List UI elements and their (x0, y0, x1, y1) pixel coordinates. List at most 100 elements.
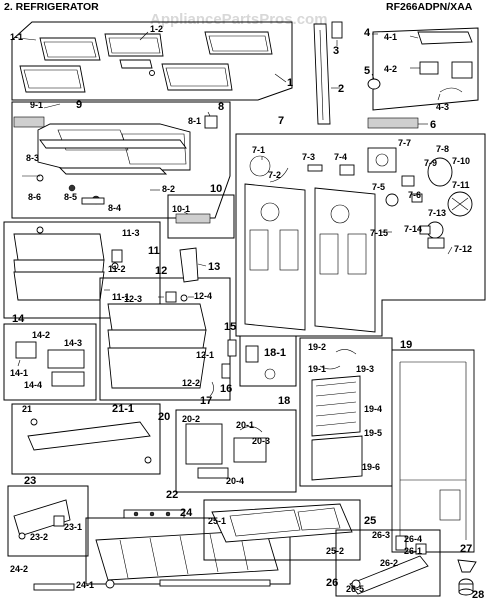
callout-4: 4 (364, 27, 371, 39)
callout-25: 25 (364, 515, 376, 527)
callout-24: 24 (180, 507, 193, 519)
callout-8-3: 8-3 (26, 153, 39, 163)
callout-26-2: 26-2 (380, 558, 398, 568)
callout-20-4: 20-4 (226, 476, 244, 486)
callout-26-1: 26-1 (404, 546, 422, 556)
callout-8-6: 8-6 (28, 192, 41, 202)
callout-12-4: 12-4 (194, 291, 212, 301)
crisper-cover-group (11, 101, 231, 219)
handle-22 (123, 509, 185, 519)
callout-26-4: 26-4 (404, 534, 422, 544)
callout-4-3: 4-3 (436, 102, 449, 112)
callout-7-3: 7-3 (302, 152, 315, 162)
callout-7-1: 7-1 (252, 145, 265, 155)
callout-2: 2 (338, 83, 344, 95)
model-number: RF266ADPN/XAA (386, 1, 473, 13)
callout-14-2: 14-2 (32, 330, 50, 340)
callout-1: 1 (287, 77, 293, 89)
callout-18: 18 (278, 395, 290, 407)
shelf-parts-group (3, 323, 97, 401)
callout-11-1: 11-1 (112, 292, 130, 302)
callout-7: 7 (278, 115, 284, 127)
callout-19-4: 19-4 (364, 404, 382, 414)
callout-21-1: 21 (22, 404, 32, 414)
callout-7-8: 7-8 (436, 144, 449, 154)
callout-13: 13 (208, 261, 220, 273)
callout-7-10: 7-10 (452, 156, 470, 166)
callout-11-2: 11-2 (108, 264, 126, 274)
callout-7-7: 7-7 (398, 138, 411, 148)
callout-4-1: 4-1 (384, 32, 397, 42)
callout-19-1: 19-1 (308, 364, 326, 374)
callout-8-2: 8-2 (162, 184, 175, 194)
callout-20-1: 20-1 (236, 420, 254, 430)
kit-18-group (239, 335, 297, 387)
evaporator-group (299, 337, 393, 487)
freezer-handle-group (11, 403, 161, 475)
callout-7-11: 7-11 (452, 180, 470, 190)
callout-26-5: 26-5 (346, 584, 364, 594)
callout-9: 9 (76, 99, 82, 111)
callout-22: 22 (166, 489, 178, 501)
freezer-shelf-group (203, 499, 361, 561)
callout-7-12: 7-12 (454, 244, 472, 254)
pantry-drawer-group (99, 277, 231, 401)
callout-11-3: 11-3 (122, 228, 140, 238)
crisper-drawer-group (3, 221, 161, 319)
callout-7-6: 7-6 (408, 190, 421, 200)
callout-21: 21-1 (112, 403, 134, 415)
callout-6: 6 (430, 119, 436, 131)
hinge-group (335, 529, 441, 597)
callout-15: 15 (224, 321, 236, 333)
callout-16: 16 (220, 383, 232, 395)
callout-8-5: 8-5 (64, 192, 77, 202)
callout-17: 17 (200, 395, 212, 407)
callout-20: 20 (158, 411, 170, 423)
callout-10: 10 (210, 183, 222, 195)
callout-14-3: 14-3 (64, 338, 82, 348)
callout-14-1: 14-1 (10, 368, 28, 378)
callout-23-2: 23-2 (30, 532, 48, 542)
callout-12-3: 12-3 (124, 294, 142, 304)
callout-8-4: 8-4 (108, 203, 121, 213)
callout-12-1: 12-1 (196, 350, 214, 360)
door-rail-group (313, 21, 343, 125)
callout-12-2: 12-2 (182, 378, 200, 388)
callout-20-2: 20-2 (182, 414, 200, 424)
callout-5: 5 (364, 65, 370, 77)
callout-10-1: 10-1 (172, 204, 190, 214)
ice-light-group (367, 27, 479, 129)
callout-19: 19 (400, 339, 412, 351)
cabinet-frame (391, 349, 475, 553)
callout-9-1: 9-1 (30, 100, 43, 110)
callout-19-2: 19-2 (308, 342, 326, 352)
small-parts-15-17 (209, 339, 237, 397)
callout-20-3: 20-3 (252, 436, 270, 446)
callout-7-13: 7-13 (428, 208, 446, 218)
callout-26: 26 (326, 577, 338, 589)
callout-24-1: 24-1 (76, 580, 94, 590)
callout-1-1: 1-1 (10, 32, 23, 42)
callout-24-2: 24-2 (10, 564, 28, 574)
bracket-group (167, 194, 235, 239)
callout-19-3: 19-3 (356, 364, 374, 374)
callout-3: 3 (333, 45, 339, 57)
callout-18-1: 18-1 (264, 347, 286, 359)
callout-7-2: 7-2 (268, 170, 281, 180)
callout-28: 28 (472, 589, 484, 600)
callout-7-14: 7-14 (404, 224, 422, 234)
cover-13 (179, 247, 207, 283)
callout-4-2: 4-2 (384, 64, 397, 74)
callout-27: 27 (460, 543, 472, 555)
rail-group-23 (7, 485, 89, 557)
freezer-basket-group (33, 517, 291, 591)
callout-7-15: 7-15 (370, 228, 388, 238)
callout-7-5: 7-5 (372, 182, 385, 192)
callout-8: 8 (218, 101, 224, 113)
section-title: 2. REFRIGERATOR (4, 1, 99, 13)
callout-23: 23 (24, 475, 36, 487)
callout-26-3: 26-3 (372, 530, 390, 540)
callout-14: 14 (12, 313, 25, 325)
callout-19-5: 19-5 (364, 428, 382, 438)
